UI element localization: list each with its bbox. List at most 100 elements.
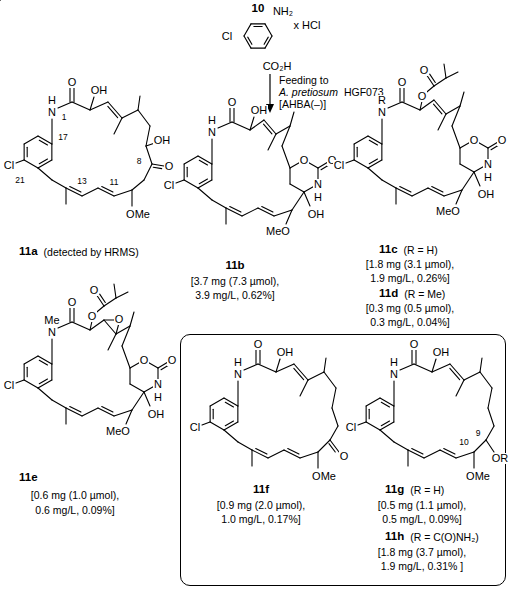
yield-text: [0.9 mg (2.0 µmol), [216, 500, 306, 511]
compound-number: 11f [252, 484, 270, 496]
bond [38, 380, 52, 388]
bond [244, 24, 251, 36]
bond [400, 364, 414, 370]
bond [38, 388, 52, 400]
bond [388, 102, 402, 108]
atom-label: H [47, 95, 57, 106]
bond [51, 144, 52, 160]
atom-label: Cl [3, 160, 15, 171]
compound-number: 11b [224, 260, 245, 272]
atom-label: H [153, 392, 163, 403]
yield-text: [1.8 mg (3.7 µmol), [377, 547, 467, 558]
atom-label: Cl [189, 422, 201, 433]
atom-label: N [207, 127, 217, 138]
atom-label: N [47, 107, 57, 118]
bond [251, 450, 252, 466]
bond [426, 74, 434, 86]
atom-label: H [233, 357, 243, 368]
bond [198, 180, 212, 188]
bond [27, 367, 28, 376]
bond [294, 364, 308, 380]
atom-label: MeO [435, 206, 461, 217]
bond [210, 406, 211, 422]
bond [276, 364, 294, 372]
yield-text: (R = Me) [403, 289, 446, 300]
atom-label: H [389, 357, 399, 368]
bond [381, 119, 382, 144]
bond [210, 398, 224, 406]
bond [254, 26, 262, 27]
bond [473, 452, 474, 468]
bond [39, 379, 47, 384]
bond [39, 360, 47, 365]
atom-label: O [253, 339, 264, 350]
bond [420, 100, 434, 110]
bond [357, 147, 358, 156]
bond [24, 356, 38, 364]
bond [152, 164, 164, 166]
bond [412, 188, 428, 196]
bond [381, 421, 389, 426]
atom-label: O [417, 91, 428, 102]
bond [282, 126, 290, 146]
bond [199, 160, 207, 165]
bond [444, 64, 446, 78]
bond [210, 422, 224, 430]
atom-label: N [47, 327, 57, 338]
yield-text: (detected by HRMS) [43, 247, 140, 258]
bond [289, 168, 290, 184]
bond [450, 364, 464, 380]
bond [486, 440, 494, 452]
yield-text: (R = H) [409, 485, 445, 496]
bond [304, 192, 310, 206]
bond [130, 312, 134, 326]
bond [96, 294, 104, 306]
yield-text: [0.5 mg (1.1 µmol), [377, 500, 467, 511]
bond [51, 119, 52, 144]
bond [102, 407, 113, 413]
bond [131, 190, 132, 206]
bond [354, 136, 368, 144]
bond [218, 122, 232, 128]
bond [395, 188, 396, 204]
locant-number: 1 [61, 113, 68, 122]
atom-label: O [167, 355, 178, 366]
bond [198, 156, 212, 164]
atom-label: OH [276, 347, 295, 358]
bond [294, 368, 304, 379]
bond [434, 104, 442, 114]
bond [104, 298, 116, 306]
bond [474, 172, 480, 186]
bond [184, 156, 198, 164]
yield-text: 0.5 mg/L, 0.09%] [381, 514, 462, 525]
bond [70, 187, 81, 193]
atom-label: O [299, 155, 310, 166]
bond [308, 372, 324, 380]
yield-text: 0.3 mg/L, 0.04%] [369, 317, 450, 328]
bond [380, 422, 394, 430]
bond [161, 365, 168, 369]
bond [224, 422, 238, 430]
compound-number: 11c [378, 244, 399, 256]
bond [255, 350, 256, 364]
bond [366, 398, 380, 406]
atom-label: CO₂H [262, 61, 293, 72]
bond [300, 380, 308, 396]
yield-text: [3.7 mg (7.3 µmol), [190, 276, 280, 287]
bond [380, 398, 394, 406]
bond [232, 122, 250, 130]
bond [38, 160, 52, 168]
bond [258, 364, 276, 372]
locant-number: 9 [475, 429, 482, 438]
atom-label: MeO [105, 426, 131, 437]
atom-label: O [114, 314, 125, 325]
bond [225, 402, 233, 407]
bond [265, 36, 272, 48]
locant-number: 17 [57, 133, 68, 142]
yield-text: [0.6 mg (1.0 µmol), [30, 490, 120, 501]
atom-label: OH [432, 347, 451, 358]
bond [354, 144, 355, 160]
atom-label: O [339, 451, 350, 462]
bond [187, 167, 188, 176]
bond [237, 406, 238, 422]
